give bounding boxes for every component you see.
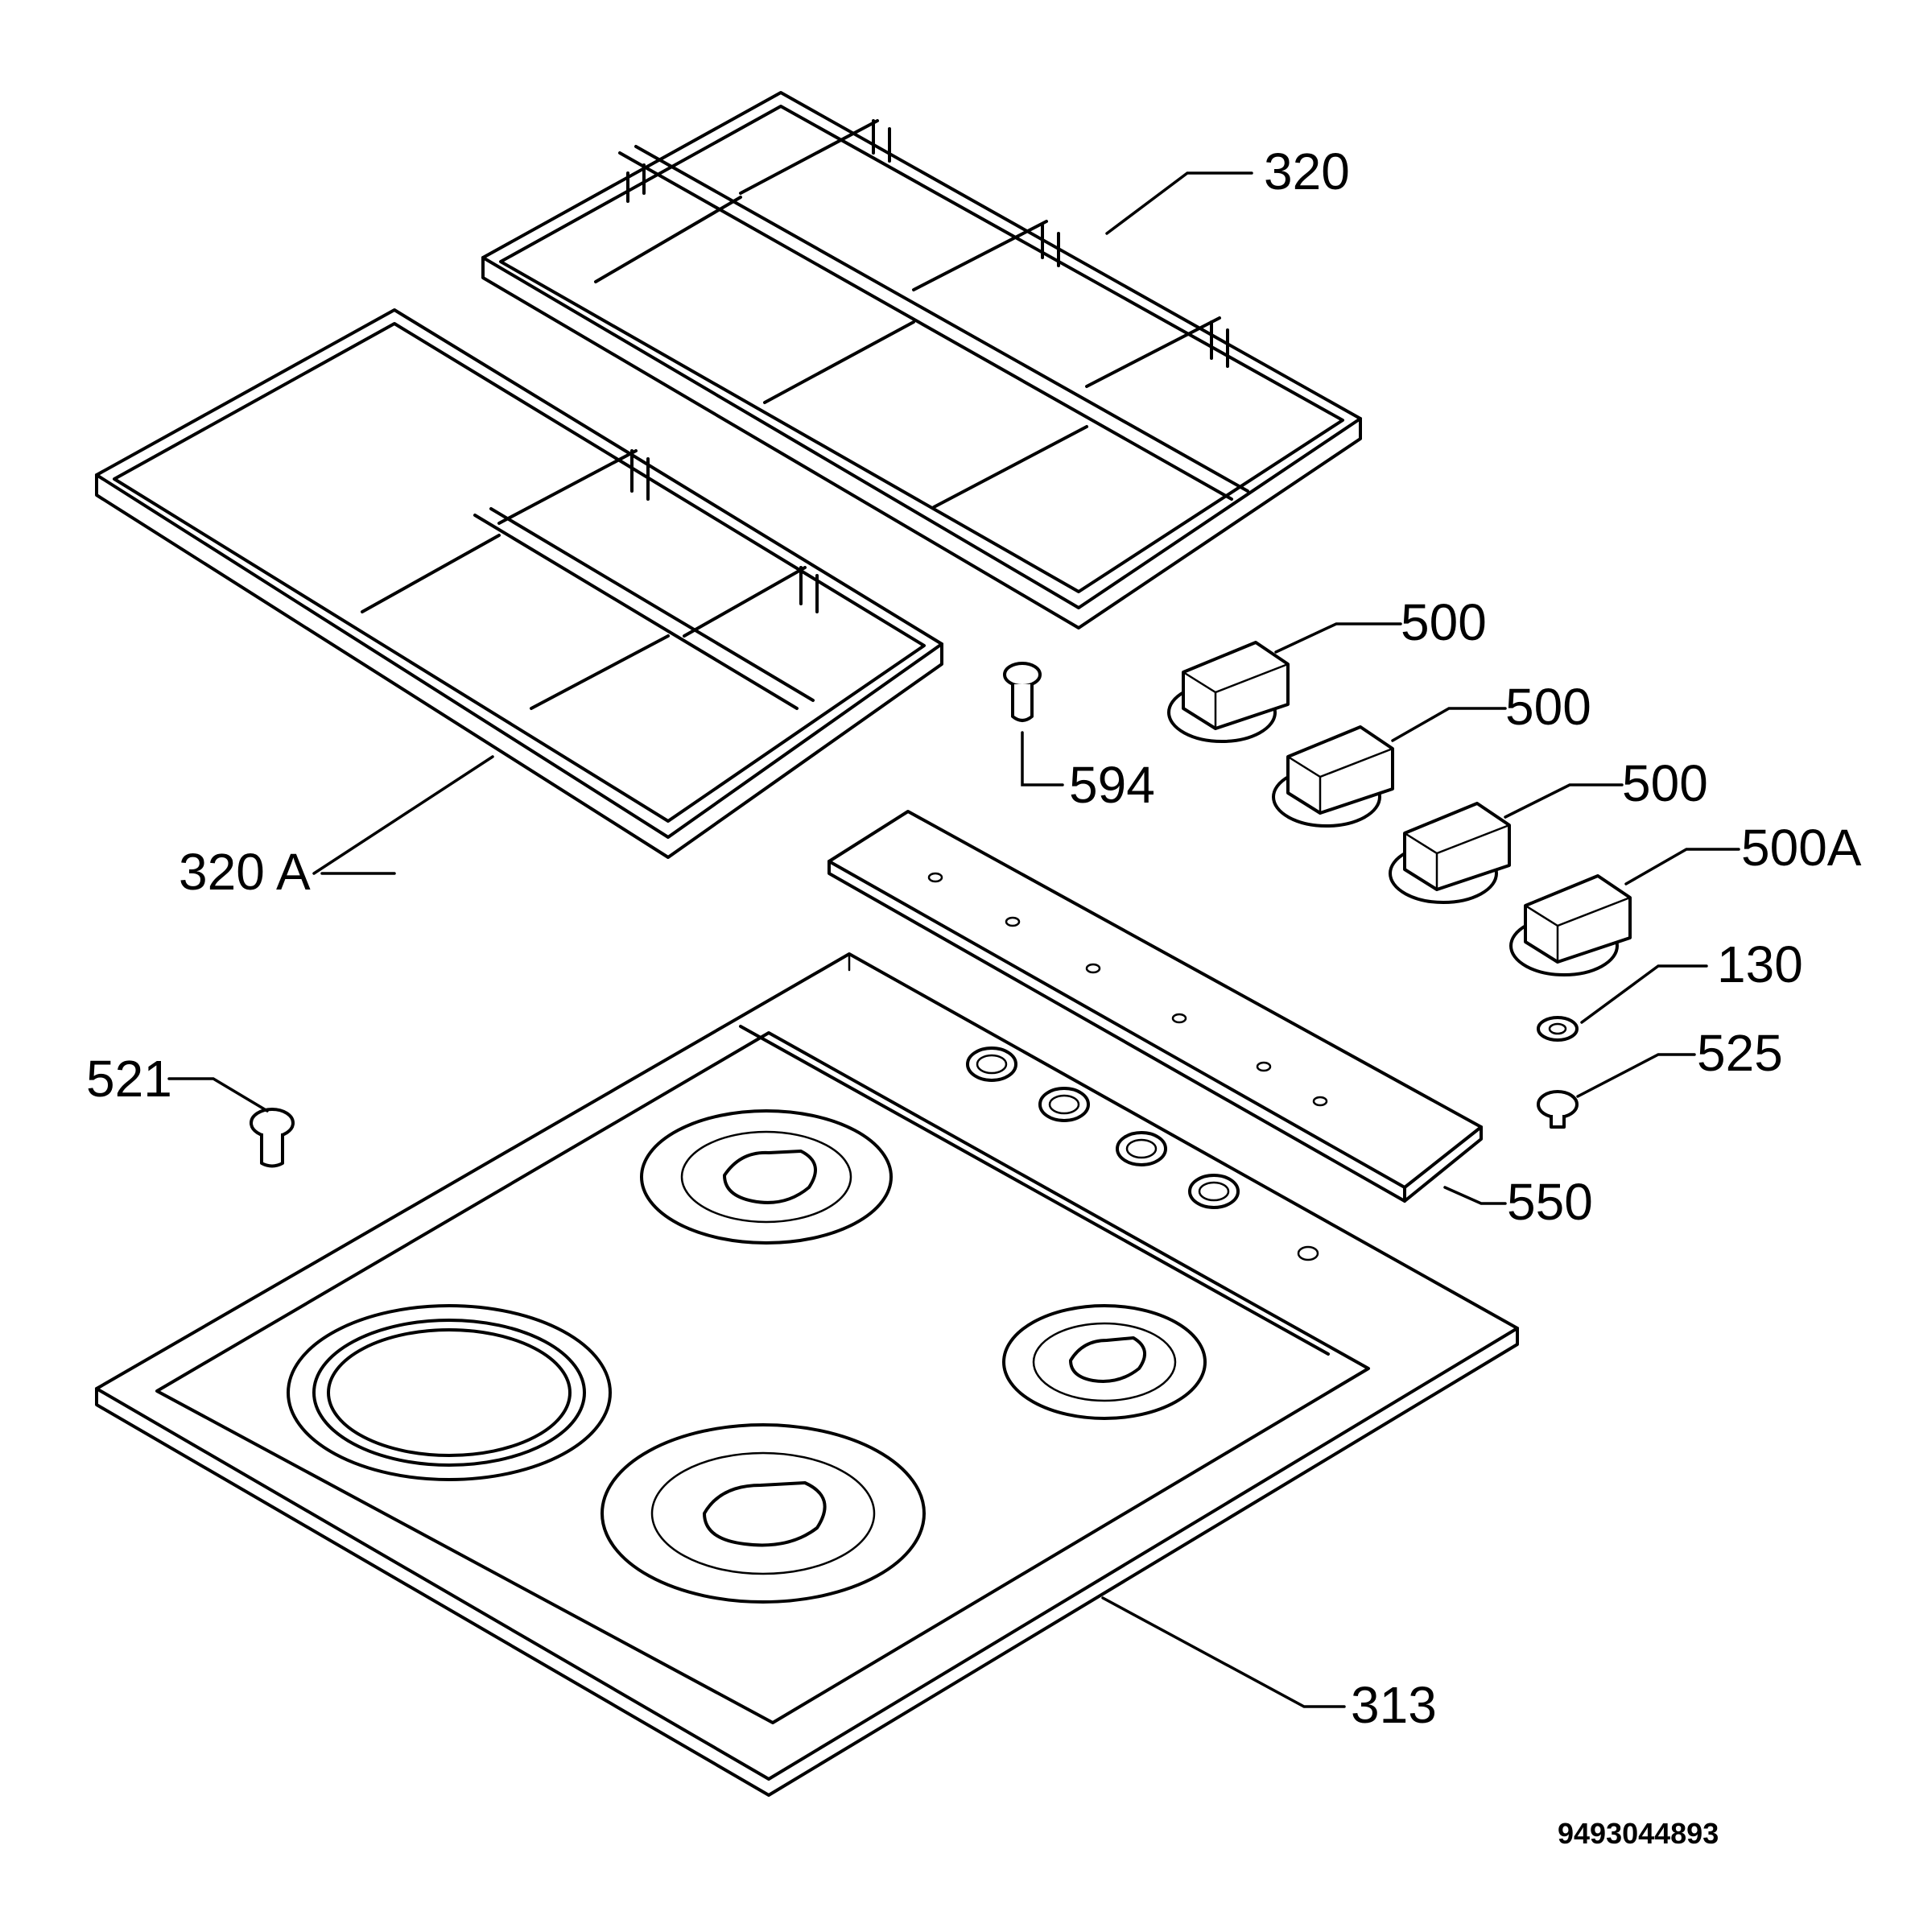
label-525: 525 xyxy=(1697,1024,1783,1082)
label-500a-knob-4: 500A xyxy=(1741,819,1862,877)
label-594: 594 xyxy=(1069,756,1155,814)
label-500-knob-1: 500 xyxy=(1401,593,1487,651)
label-320: 320 xyxy=(1264,142,1350,200)
document-number: 9493044893 xyxy=(1558,1817,1719,1850)
label-521: 521 xyxy=(86,1050,172,1108)
label-500-knob-3: 500 xyxy=(1622,754,1708,812)
control-panel-550 xyxy=(827,810,1483,1203)
control-knob-2 xyxy=(1272,725,1394,828)
control-knob-1 xyxy=(1167,641,1290,743)
bolt-525 xyxy=(1537,1090,1579,1129)
pan-support-320a xyxy=(95,308,943,859)
label-313: 313 xyxy=(1351,1676,1437,1734)
foot-521 xyxy=(250,1108,295,1168)
leader-lines xyxy=(167,171,1740,1708)
hob-top-313 xyxy=(95,952,1519,1797)
screw-594 xyxy=(1003,662,1042,722)
label-500-knob-2: 500 xyxy=(1505,678,1591,736)
label-130: 130 xyxy=(1717,935,1803,993)
control-knob-3 xyxy=(1389,802,1511,904)
label-550: 550 xyxy=(1507,1173,1593,1231)
label-320a: 320 A xyxy=(179,843,311,901)
pan-support-320 xyxy=(481,91,1362,630)
control-knob-4 xyxy=(1509,874,1632,976)
washer-130 xyxy=(1537,1016,1579,1042)
